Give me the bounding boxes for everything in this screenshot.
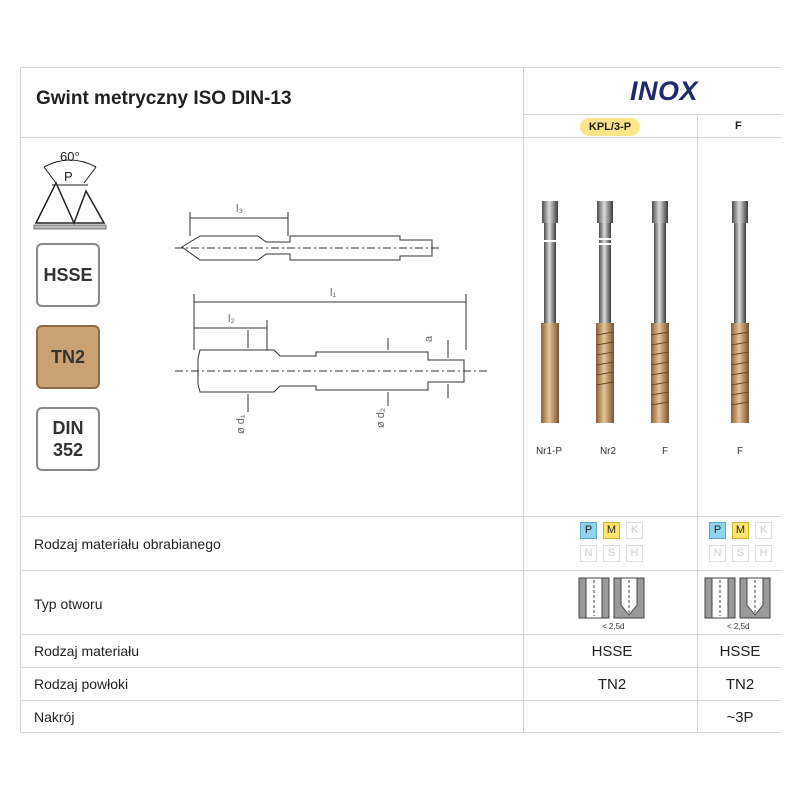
grid-left — [20, 67, 21, 732]
row-label-material-group: Rodzaj materiału obrabianego — [34, 536, 221, 552]
material-h-f: H — [755, 545, 772, 562]
hole-type-icon-f — [704, 577, 771, 619]
thread-pitch-label: P — [64, 169, 73, 184]
grid-series-top — [523, 114, 782, 115]
series-label-f: F — [735, 120, 742, 132]
tool-caption-nr1p: Nr1-P — [535, 446, 563, 457]
dim-a-label: a — [423, 335, 435, 342]
grid-top — [20, 67, 782, 68]
tap-technical-drawing: l₃ l₁ l₂ a ø d₁ ø d₂ — [175, 203, 490, 434]
dim-d1-label: ø d₁ — [235, 414, 247, 434]
series-badge-kpl: KPL/3-P — [580, 118, 640, 136]
tile-hsse: HSSE — [36, 243, 100, 307]
dim-d2-label: ø d₂ — [375, 408, 387, 428]
material-k-f: K — [755, 522, 772, 539]
row-label-hole-type: Typ otworu — [34, 596, 103, 612]
material-m-kpl: M — [603, 522, 620, 539]
grid-col-kpl — [523, 67, 524, 732]
hole-caption-f: < 2,5d — [727, 622, 750, 631]
value-tool-material-kpl: HSSE — [591, 643, 633, 660]
grid-col-f — [697, 114, 698, 732]
row-label-tool-material: Rodzaj materiału — [34, 643, 140, 659]
tap-nr2 — [591, 201, 619, 423]
dim-l1-label: l₁ — [330, 287, 336, 299]
material-n-f: N — [709, 545, 726, 562]
material-n-kpl: N — [580, 545, 597, 562]
tile-din-label-1: DIN — [52, 418, 84, 438]
value-tool-material-f: HSSE — [719, 643, 761, 660]
tile-tn2: TN2 — [36, 325, 100, 389]
value-chamfer-f: ~3P — [726, 709, 754, 726]
tool-caption-f: F — [736, 446, 744, 457]
value-coating-kpl: TN2 — [597, 676, 627, 693]
thread-profile-icon: 60° P — [33, 149, 107, 230]
hole-caption-kpl: < 2,5d — [602, 622, 625, 631]
page-title: Gwint metryczny ISO DIN-13 — [36, 88, 292, 109]
grid-header-bottom — [20, 137, 782, 138]
tile-din-label-2: 352 — [52, 440, 84, 460]
tap-f-kpl — [650, 201, 670, 423]
brand-logo: INOX — [630, 76, 699, 106]
grid-row3-top — [20, 634, 782, 635]
row-label-chamfer: Nakrój — [34, 709, 75, 725]
tile-hsse-label: HSSE — [43, 264, 93, 285]
material-s-f: S — [732, 545, 749, 562]
thread-angle-label: 60° — [60, 149, 80, 164]
tool-caption-nr2: Nr2 — [599, 446, 617, 457]
grid-row1-top — [20, 516, 782, 517]
tool-caption-f-kpl: F — [661, 446, 669, 457]
tap-nr1p — [536, 201, 564, 423]
material-h-kpl: H — [626, 545, 643, 562]
hole-type-icon-kpl — [578, 577, 645, 619]
material-s-kpl: S — [603, 545, 620, 562]
tap-f — [730, 201, 750, 423]
dim-l2-label: l₂ — [228, 313, 235, 325]
grid-row4-top — [20, 667, 782, 668]
row-label-coating: Rodzaj powłoki — [34, 676, 129, 692]
tap-images — [536, 201, 750, 423]
tile-din: DIN 352 — [36, 407, 100, 471]
grid-bottom — [20, 732, 782, 733]
material-m-f: M — [732, 522, 749, 539]
material-p-kpl: P — [580, 522, 597, 539]
dim-l3-label: l₃ — [236, 203, 243, 215]
material-p-f: P — [709, 522, 726, 539]
tile-tn2-label: TN2 — [50, 346, 85, 367]
value-coating-f: TN2 — [725, 676, 755, 693]
material-k-kpl: K — [626, 522, 643, 539]
grid-row2-top — [20, 570, 782, 571]
grid-row5-top — [20, 700, 782, 701]
